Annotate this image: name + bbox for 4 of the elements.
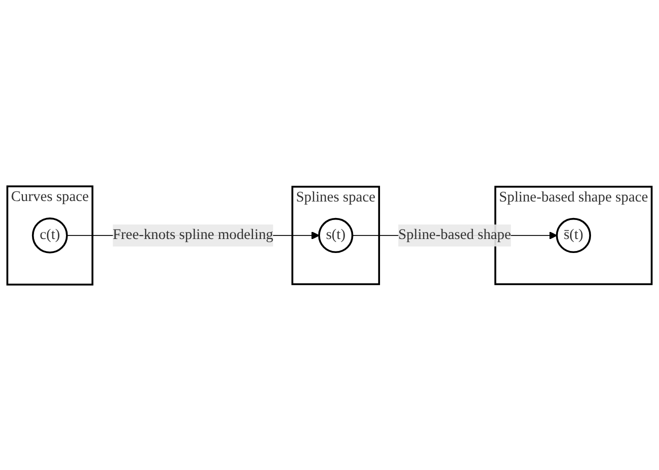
- node-circle: s(t): [318, 217, 354, 253]
- node-circle: c(t): [32, 217, 68, 253]
- node-circle: s̄(t): [556, 217, 592, 253]
- edge-label: Free-knots spline modeling: [112, 226, 274, 242]
